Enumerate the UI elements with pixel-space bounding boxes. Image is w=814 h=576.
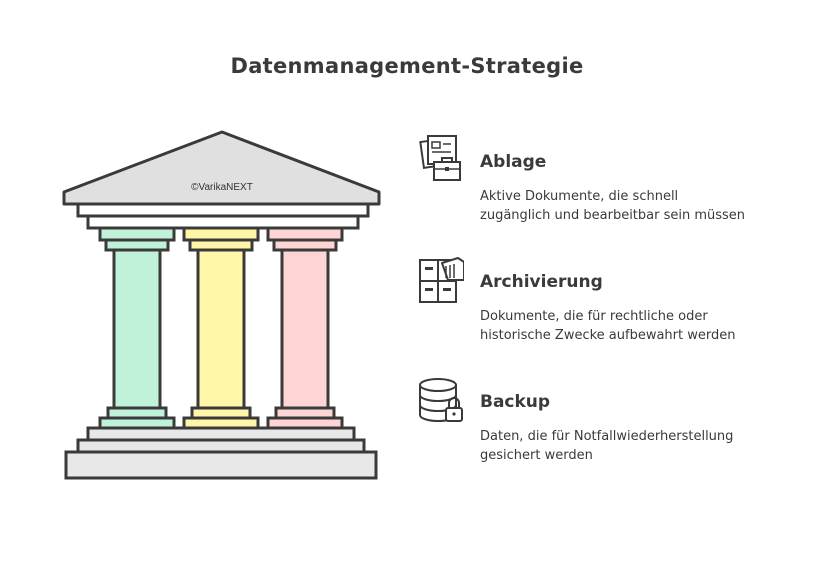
temple-beam xyxy=(86,214,360,230)
temple-roof xyxy=(62,130,381,206)
temple-base xyxy=(64,426,378,480)
watermark: ©VarikaNEXT xyxy=(191,182,253,193)
documents-briefcase-icon xyxy=(419,135,461,181)
pillar-description: Aktive Dokumente, die schnell zugänglich… xyxy=(480,189,746,223)
pillar-1 xyxy=(98,226,176,430)
archive-cabinet-icon xyxy=(419,257,464,303)
temple-illustration: ©VarikaNEXT xyxy=(62,130,381,480)
pillar-heading: Backup xyxy=(480,392,551,412)
pillar-2 xyxy=(182,226,260,430)
pillar-heading: Archivierung xyxy=(480,272,603,292)
pillar-description: Dokumente, die für rechtliche oder histo… xyxy=(480,309,736,343)
temple-entablature xyxy=(76,202,370,218)
pillar-3 xyxy=(266,226,344,430)
database-lock-icon xyxy=(419,378,463,422)
pillar-description: Daten, die für Notfallwiederherstellung … xyxy=(480,429,734,463)
diagram-title: Datenmanagement-Strategie xyxy=(230,54,584,78)
pillar-heading: Ablage xyxy=(480,152,547,172)
